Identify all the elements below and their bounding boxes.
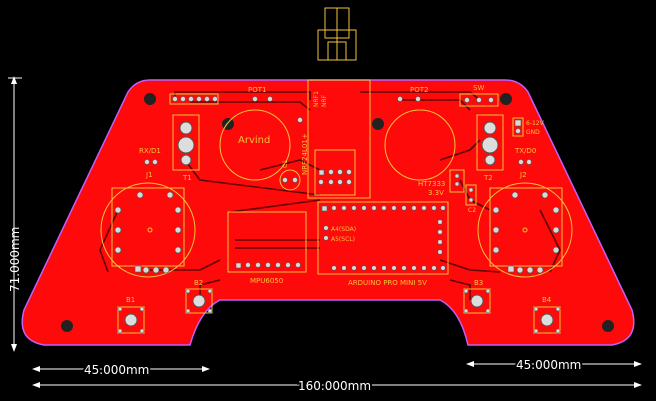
- voltage-label: 6-12V: [526, 120, 545, 127]
- board-outline: [21, 79, 635, 346]
- c2-capacitor: C2: [465, 184, 477, 214]
- sw-label: SW: [473, 84, 484, 92]
- right-width-dimension: 45.000mm: [516, 358, 581, 372]
- j2-label: J2: [519, 171, 527, 179]
- nrf1-label: NRF1: [313, 91, 320, 107]
- b3-button: B3: [463, 279, 491, 314]
- dimension-total: 160.000mm: [32, 377, 642, 395]
- pot2-knob: POT2: [384, 86, 456, 181]
- j1-label: J1: [145, 171, 153, 179]
- j2-joystick: J2: [477, 171, 573, 278]
- arduino-pro-mini: A4(SDA) A5(SCL) ARDUINO PRO MINI 5V: [317, 201, 449, 287]
- arduino-label: ARDUINO PRO MINI 5V: [348, 279, 427, 287]
- total-width-dimension: 160.000mm: [298, 379, 371, 393]
- nrf-module-label: NRF24L01+: [301, 133, 309, 175]
- dimension-height: 71.000mm: [8, 76, 22, 352]
- nrf-antenna: [317, 7, 357, 61]
- switch: SW: [459, 84, 499, 107]
- height-dimension: 71.000mm: [8, 227, 22, 292]
- a5-label: A5(SCL): [331, 236, 355, 243]
- arduino-bottom-pins: [331, 265, 446, 271]
- j1-joystick: J1: [100, 171, 196, 278]
- b2-label: B2: [194, 279, 203, 287]
- pot2-label: POT2: [410, 86, 428, 94]
- c1-label: C1: [282, 160, 289, 168]
- tx-label: TX/D0: [514, 147, 536, 155]
- left-width-dimension: 45.000mm: [84, 363, 149, 377]
- b3-label: B3: [474, 279, 483, 287]
- designer-name: Arvind: [238, 135, 270, 146]
- t1-button: T1: [172, 114, 200, 182]
- gnd-label: GND: [526, 129, 540, 136]
- b2-button: B2: [185, 279, 213, 314]
- pot1-label: POT1: [248, 86, 266, 94]
- nrf-label: NRF: [321, 94, 328, 107]
- pot1-knob: Arvind: [219, 109, 291, 181]
- rx-label: RX/D1: [139, 147, 161, 155]
- dimension-left: 45.000mm: [32, 361, 210, 379]
- nrf-module: NRF1 NRF NRF24L01+: [301, 79, 371, 199]
- arduino-side-pins: [323, 219, 443, 255]
- t1-label: T1: [182, 174, 192, 182]
- t2-button: T2: [476, 114, 504, 182]
- serial-headers: RX/D1 TX/D0: [139, 147, 536, 165]
- t2-label: T2: [483, 174, 493, 182]
- b4-button: B4: [533, 296, 561, 334]
- c1-capacitor: C1: [279, 160, 301, 191]
- pot1-header: POT1: [169, 86, 303, 123]
- b4-label: B4: [542, 296, 552, 304]
- b1-button: B1: [117, 296, 145, 334]
- ht7333-regulator: HT7333 3.3V: [418, 169, 465, 197]
- arduino-top-pins: [321, 205, 446, 212]
- mpu-label: MPU6050: [250, 277, 283, 285]
- v33-label: 3.3V: [428, 189, 444, 197]
- power-connector: 6-12V GND: [512, 117, 545, 137]
- c2-label: C2: [468, 207, 476, 214]
- mpu6050: MPU6050: [227, 211, 307, 285]
- a4-label: A4(SDA): [331, 226, 356, 233]
- b1-label: B1: [126, 296, 135, 304]
- dimension-right: 45.000mm: [466, 356, 642, 374]
- ht7333-label: HT7333: [418, 180, 445, 188]
